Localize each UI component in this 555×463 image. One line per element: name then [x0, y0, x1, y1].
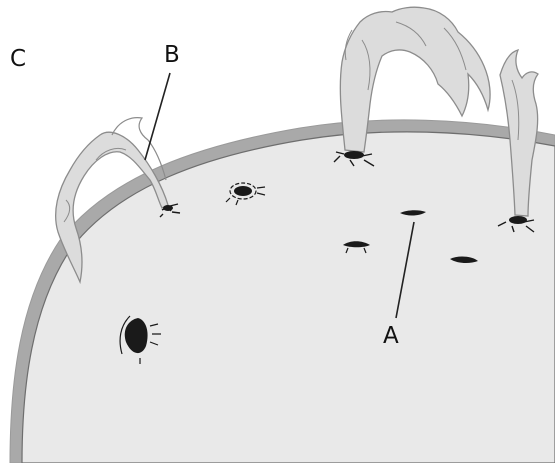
panel-label: C — [10, 46, 26, 72]
leader-line-b — [145, 73, 170, 160]
label-b: B — [164, 42, 180, 68]
sun-disk — [22, 132, 555, 463]
label-a: A — [383, 323, 399, 349]
